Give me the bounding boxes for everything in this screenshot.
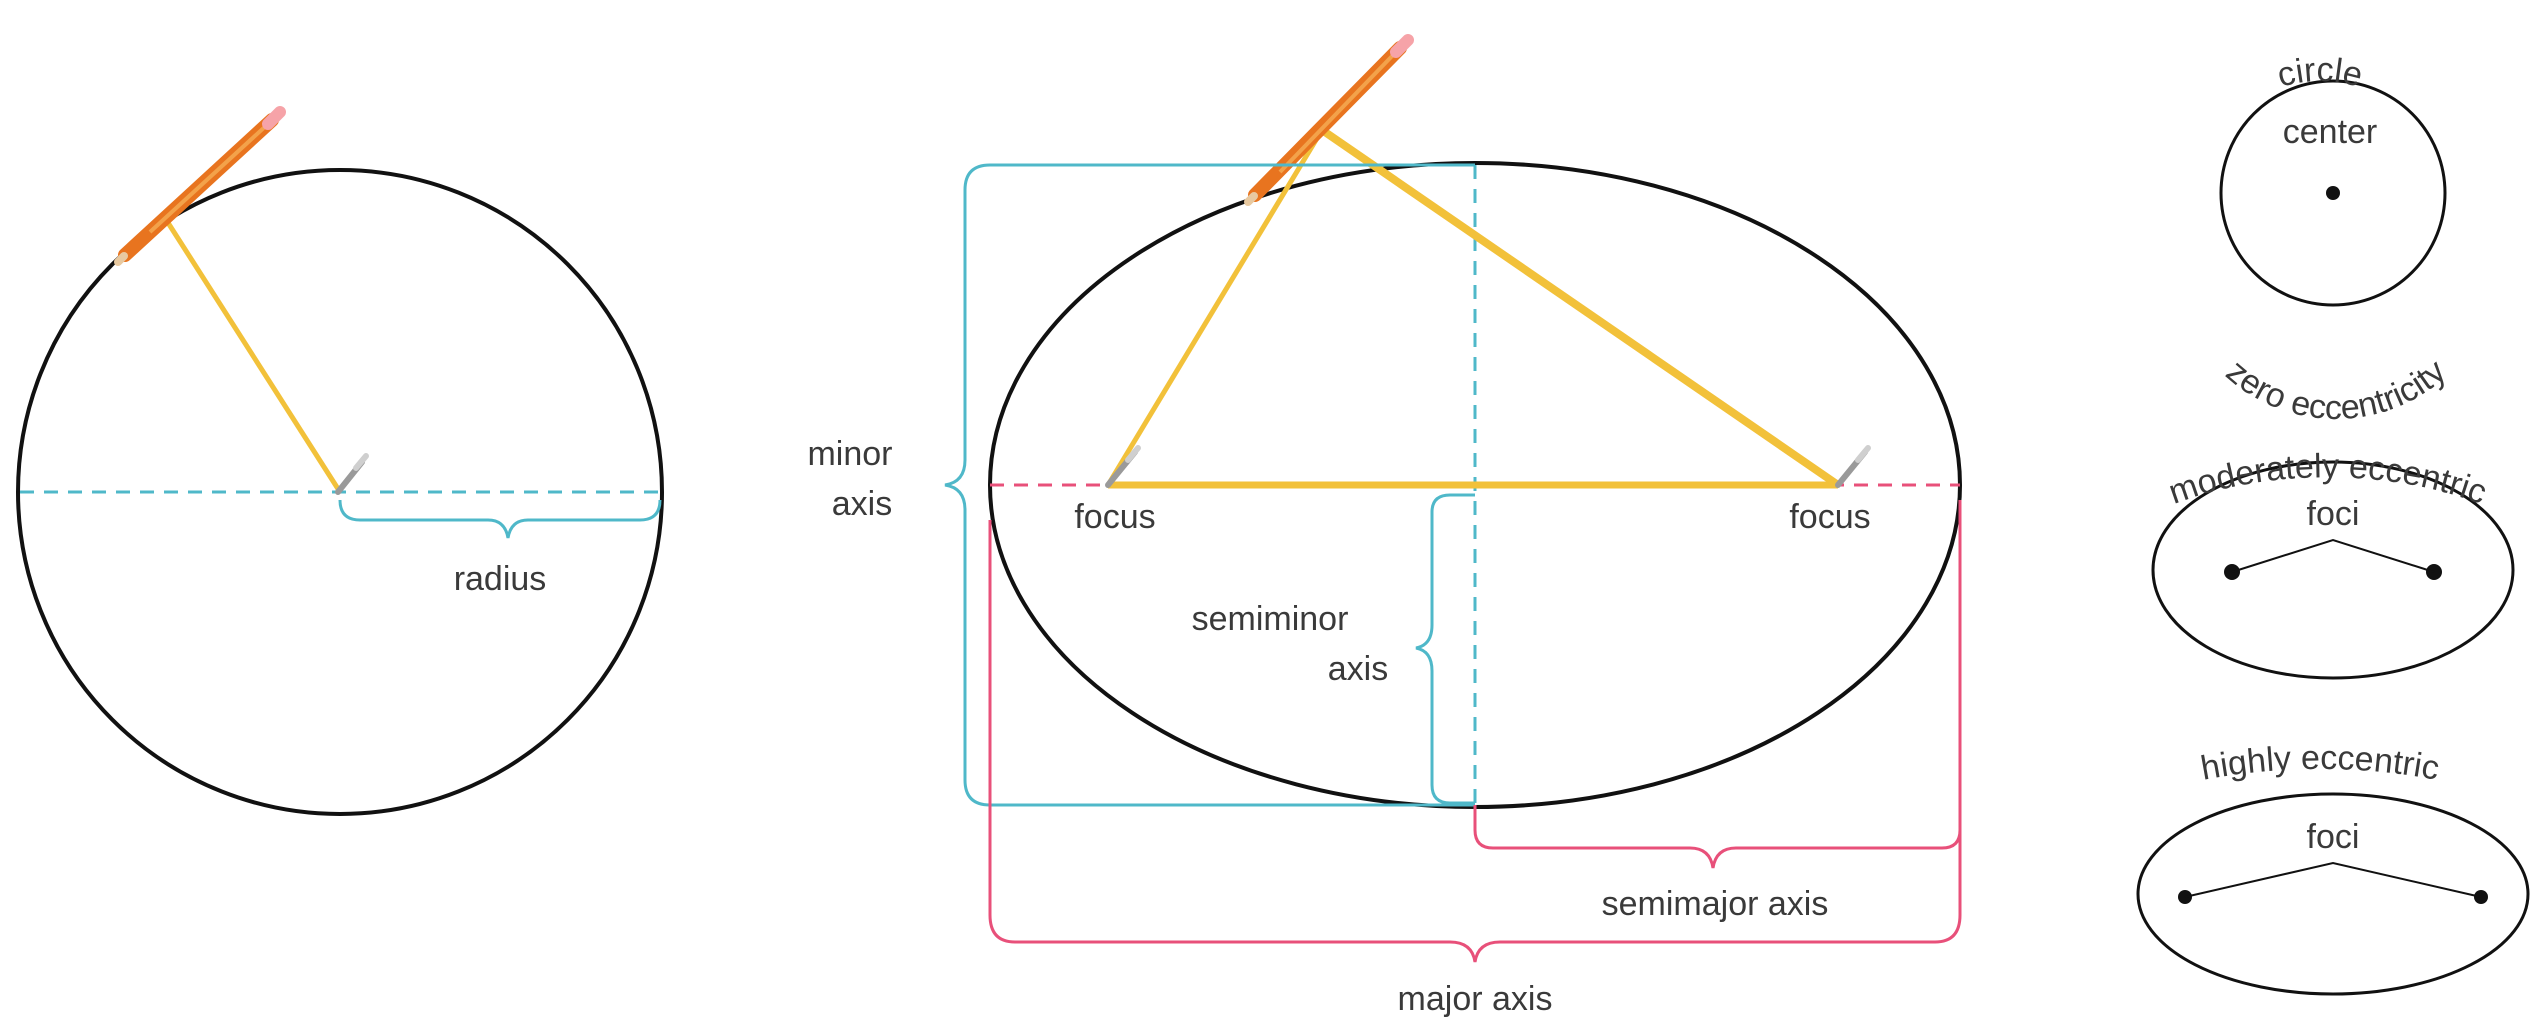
zero-eccentricity-label: zero eccentricity [2219,352,2453,427]
semimajor-axis-brace [1473,500,1962,869]
semimajor-axis-label: semimajor axis [1602,885,1829,923]
pencil-icon [114,106,286,266]
focus-right-label: focus [1789,498,1870,536]
circle-center-label: center [2283,113,2378,151]
minor-axis-label-line1: minor [807,435,892,473]
eccentricity-panel: circle center zero eccentricity foci mod… [2136,51,2530,996]
high-foci-label: foci [2307,818,2360,856]
circle-example: circle center zero eccentricity [2219,51,2453,427]
pin-icon [335,453,369,495]
radius-label: radius [454,560,547,598]
major-axis-brace [988,520,1962,963]
semiminor-axis-label-line1: semiminor [1192,600,1349,638]
major-axis-label: major axis [1398,980,1553,1018]
minor-axis-label-line2: axis [832,485,892,523]
center-dot [2326,186,2340,200]
moderate-ellipse-example: foci moderately eccentric [2151,447,2515,680]
left-focus-string [1105,128,1325,487]
radius-brace [338,499,662,539]
focus-left-label: focus [1074,498,1155,536]
ellipse-panel: minor axis semiminor axis semimajor axis… [807,34,1962,1018]
circle-panel: radius [16,106,664,816]
high-title: highly eccentric [2198,739,2442,788]
foci-pointer-lines [2231,538,2435,573]
circle-string [162,216,343,494]
drawn-circle [16,168,664,816]
moderate-foci-label: foci [2307,495,2360,533]
semiminor-axis-brace [1415,493,1475,805]
circle-title: circle [2273,51,2366,95]
pin-icon [1835,445,1871,488]
pin-icon [1105,445,1141,488]
semiminor-axis-label-line2: axis [1328,650,1388,688]
high-ellipse-example: foci highly eccentric [2136,739,2530,996]
foci-pointer-lines [2184,861,2482,898]
minor-axis-brace [944,163,1475,807]
pencil-icon [1244,34,1414,206]
right-focus-string [1319,126,1841,489]
